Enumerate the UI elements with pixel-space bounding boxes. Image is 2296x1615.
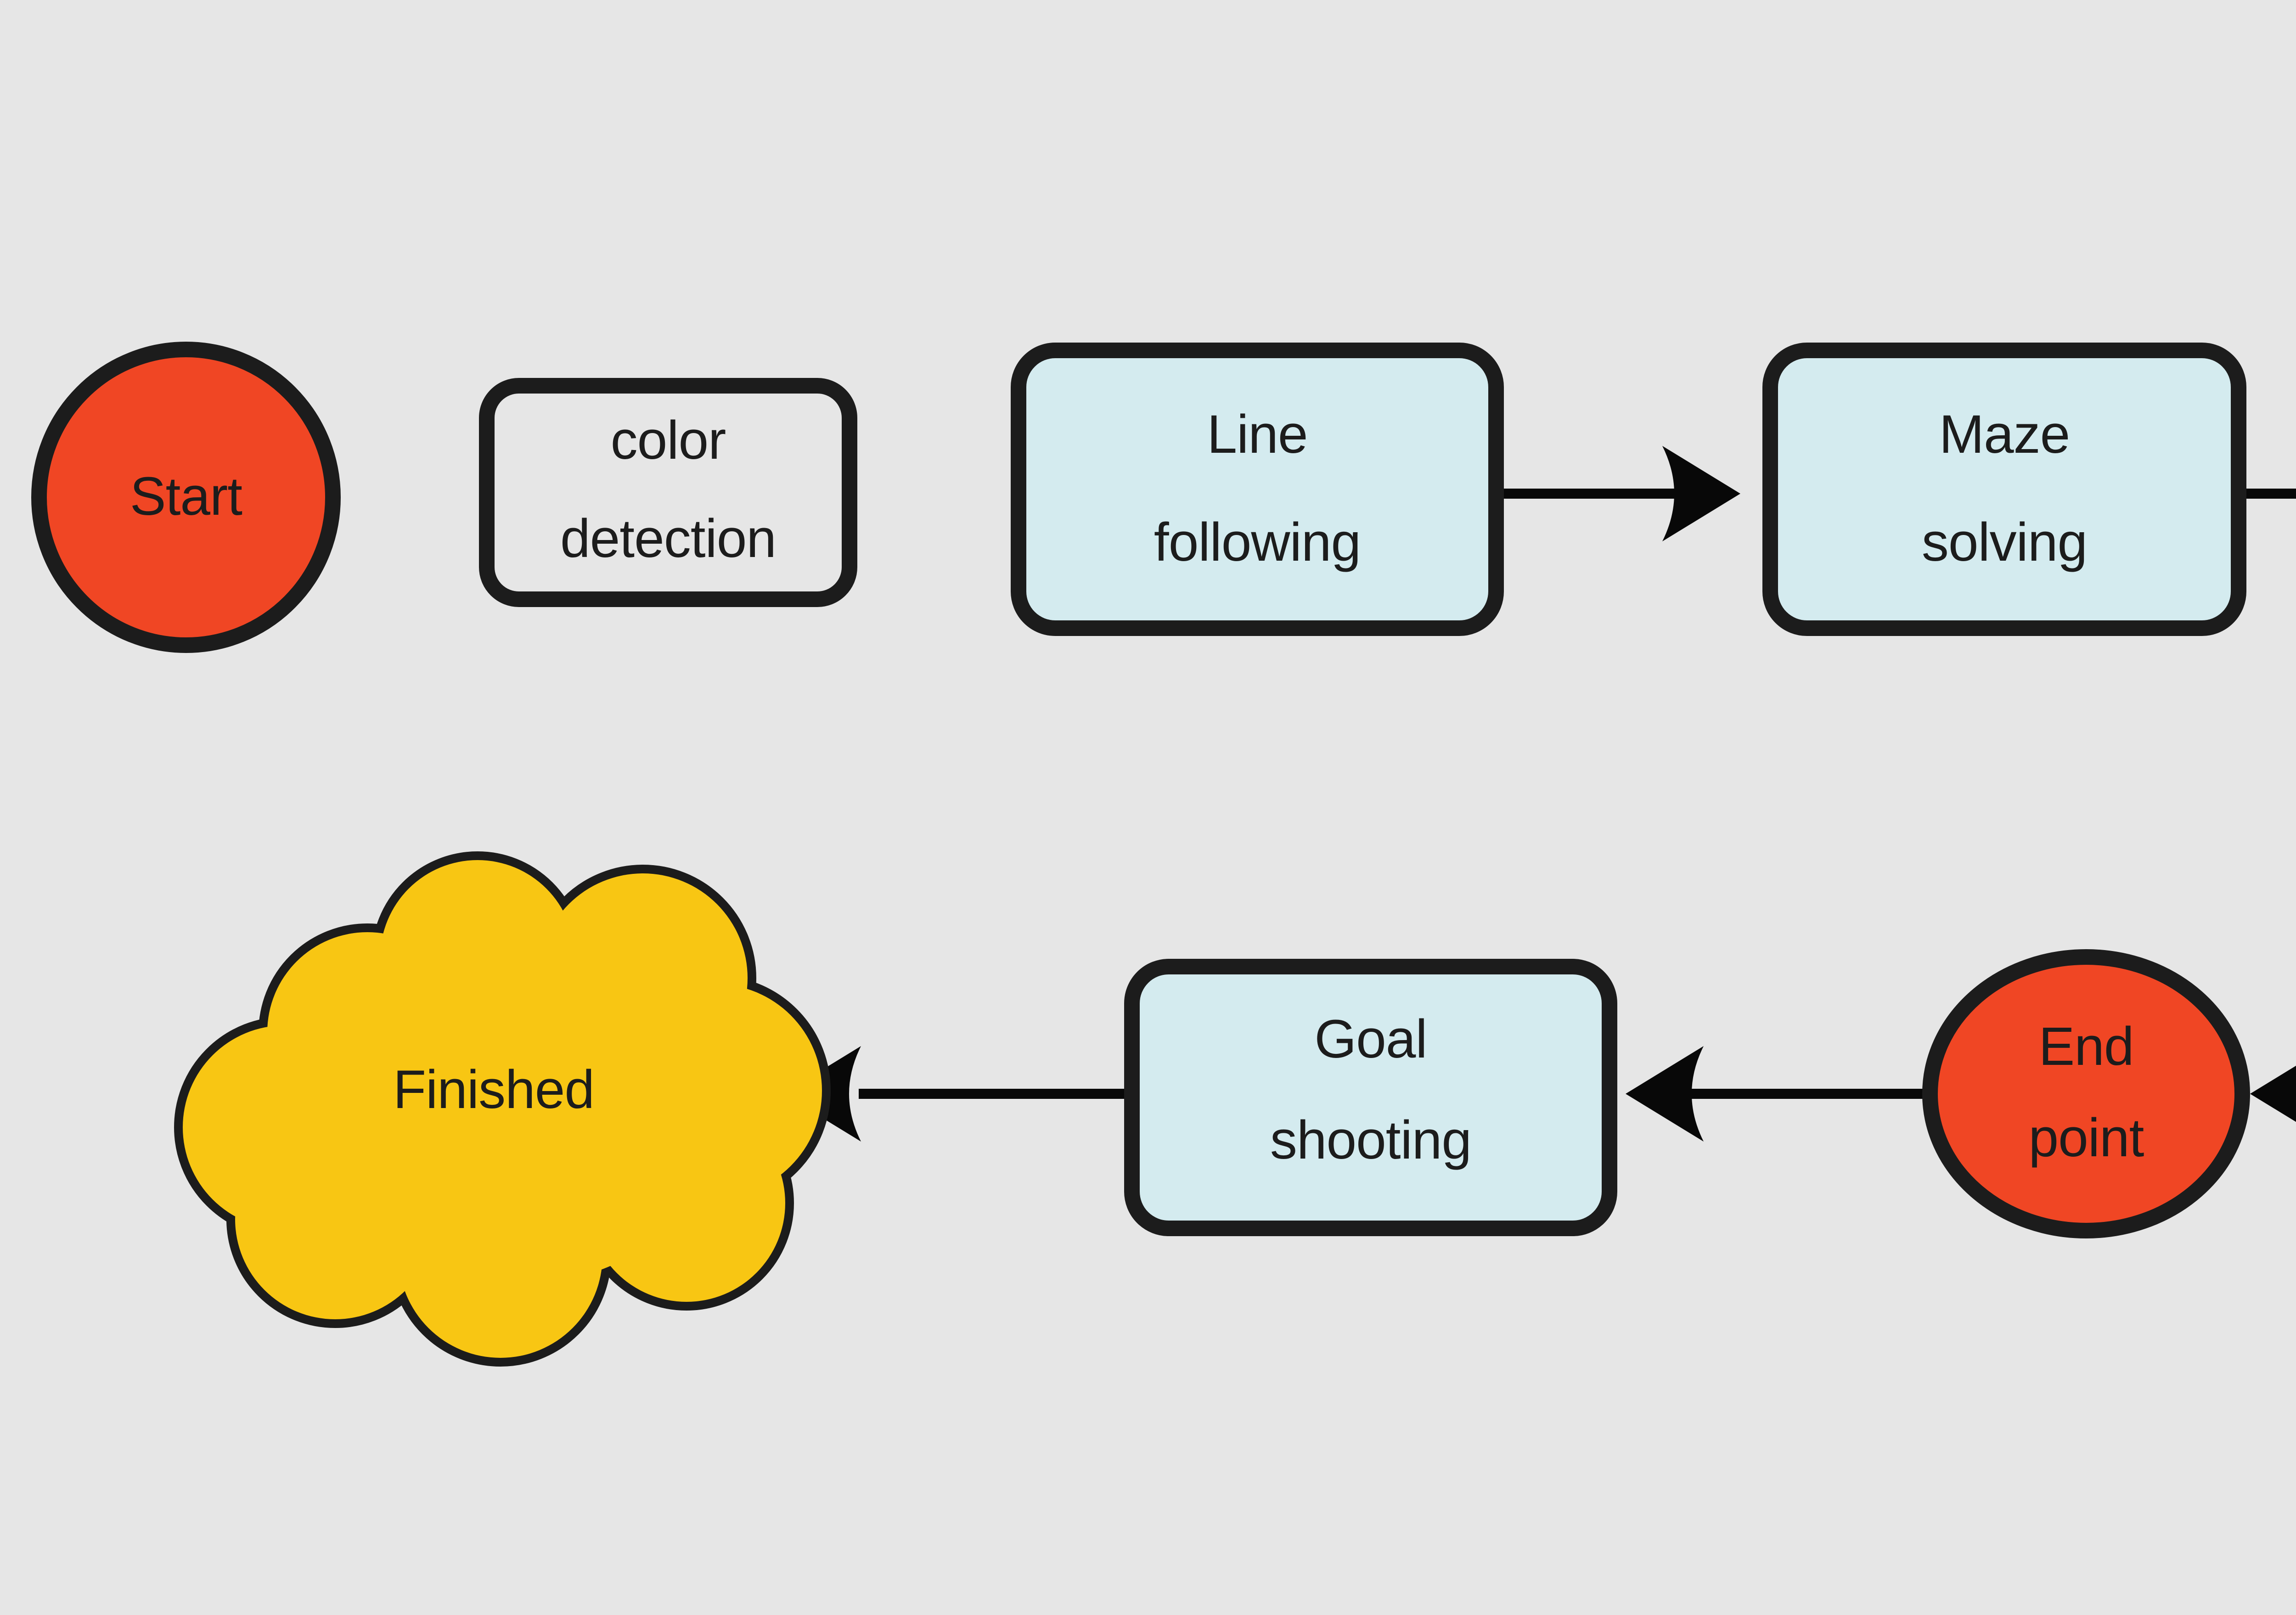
node-color-detection[interactable]: color detection (479, 378, 857, 607)
maze-solving-label-line2: solving (1922, 512, 2087, 573)
edge-goal-shooting-to-finished (783, 1046, 1139, 1142)
start-label: Start (130, 466, 242, 527)
edge-line-following-to-maze-solving (1502, 446, 1740, 541)
end-point-label-line1: End (2039, 1016, 2134, 1077)
line-following-label-line2: following (1154, 512, 1361, 573)
edge-end-point-to-goal-shooting (1626, 1046, 1929, 1142)
finished-label: Finished (393, 1059, 594, 1120)
goal-shooting-box (1124, 959, 1617, 1236)
goal-shooting-label-line2: shooting (1270, 1110, 1471, 1170)
maze-solving-label-line1: Maze (1939, 404, 2070, 465)
end-point-label-line2: point (2029, 1108, 2144, 1168)
line-following-label-line1: Line (1207, 404, 1307, 465)
goal-shooting-label-line1: Goal (1314, 1009, 1427, 1069)
line-following-box (1011, 343, 1504, 636)
node-goal-shooting[interactable]: Goal shooting (1124, 959, 1617, 1236)
node-maze-solving[interactable]: Maze solving (1762, 343, 2246, 636)
maze-solving-box (1762, 343, 2246, 636)
edge-line-follow-ramp-to-end-point (2250, 1046, 2296, 1142)
node-start[interactable]: Start (31, 342, 341, 653)
edge-maze-solving-to-mosaic-floor (2232, 489, 2296, 499)
start-ellipse (31, 342, 341, 653)
end-point-ellipse (1922, 949, 2250, 1238)
node-end-point[interactable]: End point (1922, 949, 2250, 1238)
color-detection-box (479, 378, 857, 607)
finished-cloud-fill (183, 860, 822, 1358)
node-line-following[interactable]: Line following (1011, 343, 1504, 636)
node-finished[interactable]: Finished (174, 851, 831, 1367)
color-detection-label-line1: color (611, 410, 726, 471)
color-detection-label-line2: detection (560, 508, 776, 569)
